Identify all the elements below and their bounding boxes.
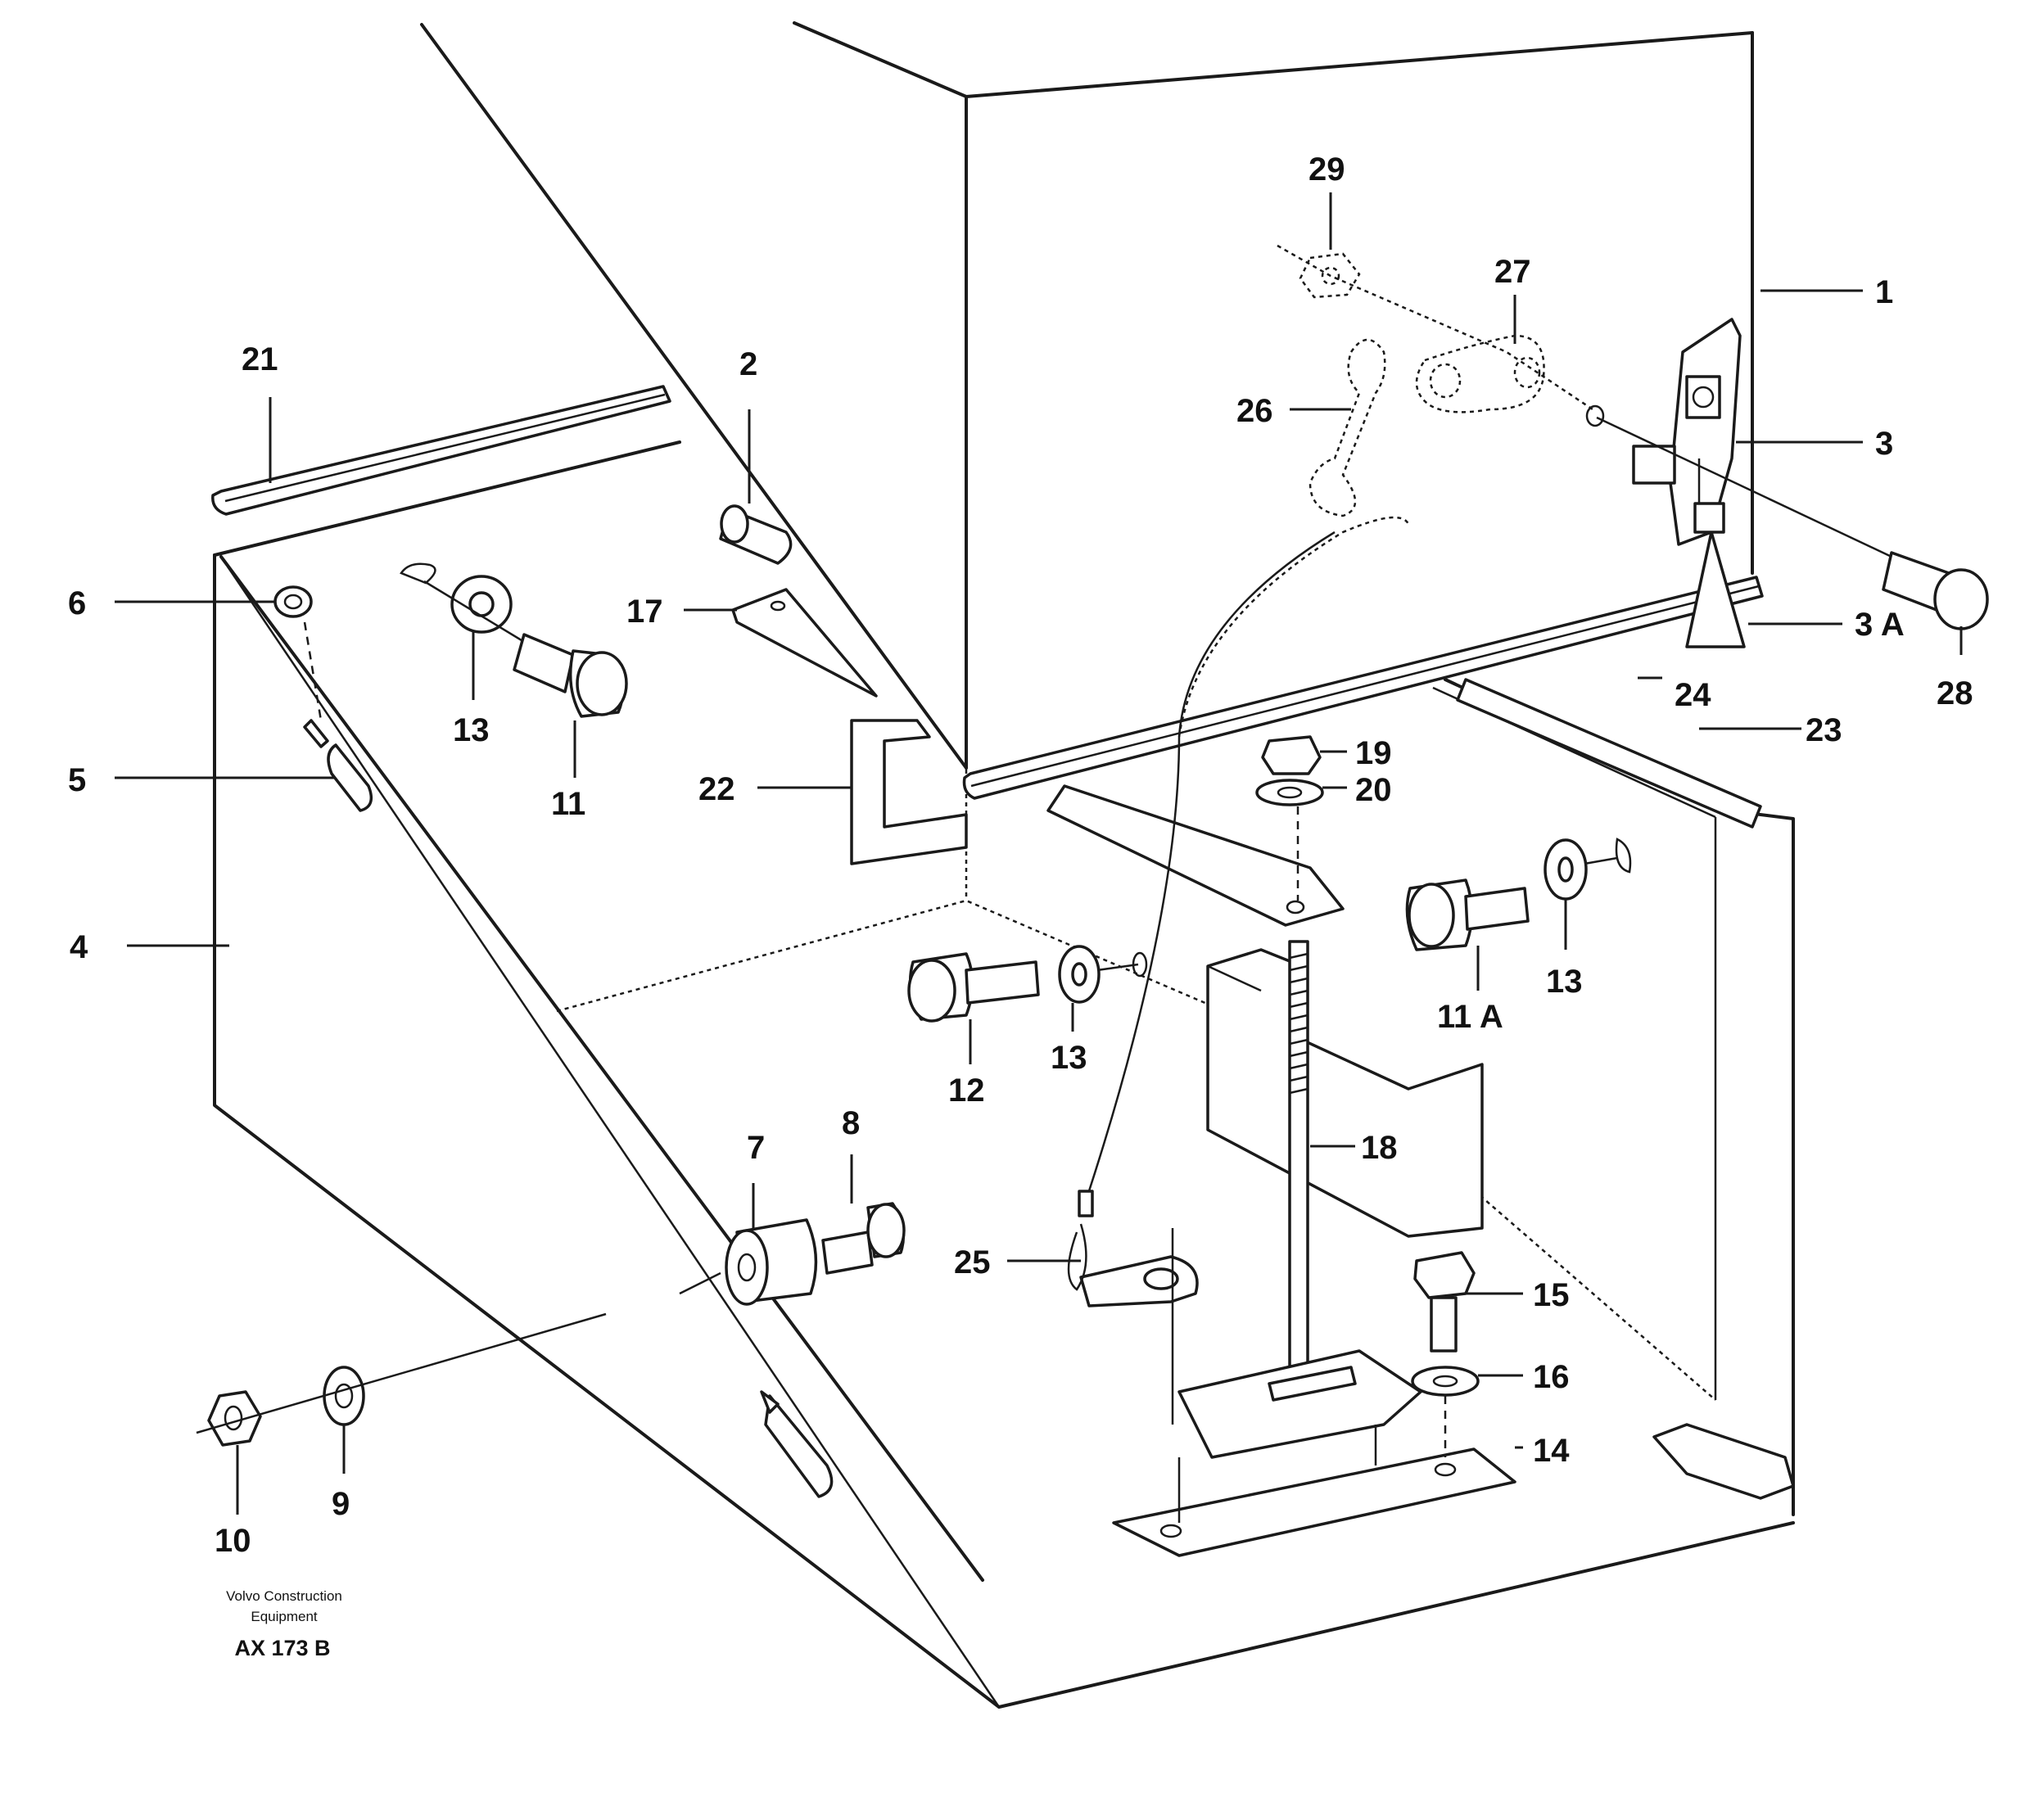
bracket-14 bbox=[1112, 1349, 1516, 1557]
bracket-22 bbox=[850, 719, 968, 865]
washer-13-center bbox=[1058, 945, 1148, 1004]
callout-12: 12 bbox=[948, 1073, 985, 1109]
callout-11a: 11 A bbox=[1437, 999, 1503, 1035]
callout-8: 8 bbox=[842, 1105, 860, 1141]
washer-9 bbox=[323, 1366, 365, 1426]
bolt-12 bbox=[907, 952, 1040, 1023]
callout-3: 3 bbox=[1875, 426, 1893, 462]
washer-20 bbox=[1255, 779, 1324, 806]
spacer-lower bbox=[760, 1390, 834, 1498]
housing-shell bbox=[213, 440, 1795, 1709]
callout-3a: 3 A bbox=[1855, 607, 1905, 643]
callout-19: 19 bbox=[1355, 735, 1392, 771]
callout-27: 27 bbox=[1494, 254, 1531, 290]
callout-20: 20 bbox=[1355, 772, 1392, 808]
nut-10 bbox=[207, 1390, 262, 1447]
spacer-5 bbox=[303, 719, 373, 812]
credit-block: Volvo Construction Equipment AX 173 B bbox=[226, 1588, 342, 1660]
callout-18: 18 bbox=[1361, 1130, 1398, 1166]
bolt-28 bbox=[1585, 404, 1989, 630]
washer-13-right bbox=[1544, 838, 1632, 901]
block-body bbox=[1206, 948, 1484, 1238]
callout-17: 17 bbox=[626, 594, 663, 630]
support-bracket bbox=[1046, 784, 1345, 927]
callout-28: 28 bbox=[1937, 675, 1973, 711]
callout-7: 7 bbox=[747, 1130, 765, 1166]
eyelet-25 bbox=[1067, 1223, 1199, 1425]
seal-strip-23 bbox=[1456, 678, 1762, 829]
bolt-11a bbox=[1405, 878, 1530, 951]
callout-21: 21 bbox=[242, 341, 278, 377]
callout-6: 6 bbox=[68, 585, 86, 621]
callout-13-center: 13 bbox=[1051, 1040, 1087, 1076]
callout-9: 9 bbox=[332, 1486, 350, 1522]
bolt-8 bbox=[821, 1202, 906, 1275]
callout-4: 4 bbox=[70, 929, 88, 965]
callout-23: 23 bbox=[1806, 712, 1842, 748]
callout-13-left: 13 bbox=[453, 712, 490, 748]
nut-29 bbox=[1299, 252, 1361, 299]
credit-line-2: Equipment bbox=[251, 1609, 318, 1624]
callout-16: 16 bbox=[1533, 1359, 1570, 1395]
washer-16 bbox=[1411, 1366, 1480, 1457]
callout-13-right: 13 bbox=[1546, 964, 1583, 1000]
rubber-pad-6 bbox=[273, 585, 323, 721]
bracket-17 bbox=[731, 588, 878, 698]
cabinet-body bbox=[420, 21, 1754, 770]
seal-strip-21 bbox=[211, 385, 671, 516]
callout-29: 29 bbox=[1309, 151, 1345, 187]
hinge-bottom bbox=[1652, 1423, 1795, 1500]
callout-10: 10 bbox=[215, 1523, 251, 1559]
callout-5: 5 bbox=[68, 762, 86, 798]
callout-22: 22 bbox=[698, 771, 735, 807]
credit-line-1: Volvo Construction bbox=[226, 1588, 342, 1604]
drawing-reference: AX 173 B bbox=[234, 1636, 330, 1660]
plate-27 bbox=[1415, 334, 1545, 413]
callouts: 1 2 3 3 A 4 5 6 7 8 9 10 11 11 A 12 13 1… bbox=[68, 151, 1973, 1559]
hinge-pin-2 bbox=[719, 504, 793, 565]
callout-24: 24 bbox=[1675, 677, 1711, 713]
callout-2: 2 bbox=[739, 346, 757, 382]
seal-strip-24 bbox=[962, 576, 1764, 800]
callout-1: 1 bbox=[1875, 274, 1893, 310]
bolt-15 bbox=[1413, 1251, 1476, 1353]
bolt-11 bbox=[513, 633, 628, 718]
link-26 bbox=[1309, 338, 1386, 517]
nut-19 bbox=[1261, 735, 1322, 775]
spacer-7 bbox=[679, 1218, 818, 1306]
handle-3a bbox=[1685, 502, 1746, 648]
callout-15: 15 bbox=[1533, 1277, 1570, 1313]
washer-13-left bbox=[400, 562, 533, 648]
callout-25: 25 bbox=[954, 1244, 991, 1280]
cable bbox=[1078, 516, 1410, 1217]
callout-11: 11 bbox=[551, 786, 585, 822]
leader-lines bbox=[115, 192, 1963, 1515]
latch-3 bbox=[1632, 318, 1742, 546]
callout-26: 26 bbox=[1236, 393, 1273, 429]
callout-14: 14 bbox=[1533, 1433, 1570, 1469]
